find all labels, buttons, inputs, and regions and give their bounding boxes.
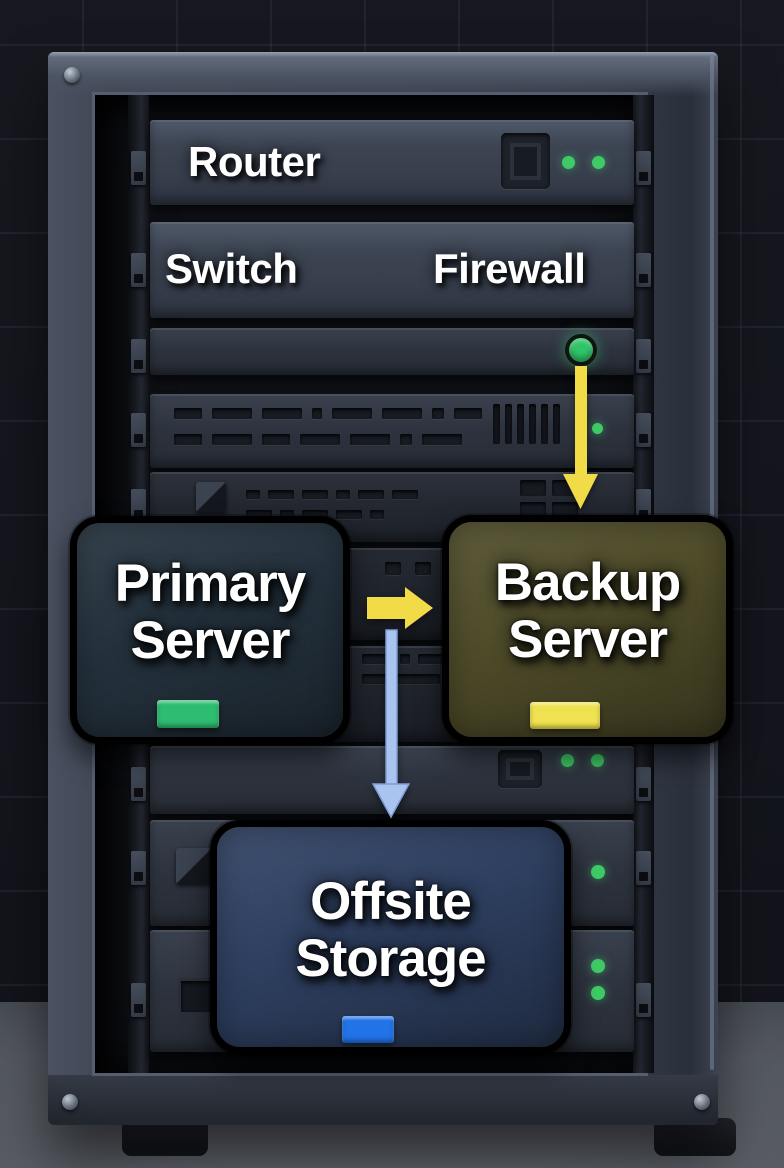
led-icon — [592, 156, 605, 169]
node-backup-server: Backup Server — [442, 515, 733, 744]
led-icon — [562, 156, 575, 169]
status-chip — [530, 702, 600, 729]
led-icon — [561, 754, 574, 767]
knob-icon — [176, 848, 212, 884]
rack-unit-switch-firewall: Switch Firewall — [150, 222, 634, 318]
led-icon — [591, 986, 605, 1000]
led-icon — [591, 959, 605, 973]
screw-icon — [62, 1094, 78, 1110]
vent-slots — [174, 408, 482, 419]
port-icon — [498, 750, 542, 788]
vent-slots — [246, 510, 384, 519]
rack-unit-server-1u — [150, 394, 634, 468]
rack-unit-patch-panel — [150, 328, 634, 375]
rack-unit-port-panel — [150, 746, 634, 814]
vent-slots — [385, 562, 431, 575]
firewall-label: Firewall — [433, 245, 586, 293]
switch-label: Switch — [165, 245, 298, 293]
backup-server-label: Backup Server — [494, 553, 681, 669]
router-label: Router — [188, 137, 321, 185]
status-chip — [157, 700, 219, 728]
screw-icon — [694, 1094, 710, 1110]
offsite-storage-label: Offsite Storage — [295, 872, 486, 988]
knob-icon — [178, 978, 215, 1015]
led-icon — [591, 865, 605, 879]
led-icon — [592, 423, 603, 434]
vent-slots — [362, 654, 462, 664]
vent-slots — [246, 490, 418, 499]
status-chip — [342, 1016, 394, 1043]
node-offsite-storage: Offsite Storage — [210, 820, 571, 1054]
rack-unit-router: Router — [150, 120, 634, 205]
screw-icon — [64, 67, 80, 83]
primary-server-label: Primary Server — [114, 554, 306, 670]
node-primary-server: Primary Server — [70, 516, 350, 744]
knob-icon — [196, 482, 226, 512]
led-icon — [591, 754, 604, 767]
status-light-icon — [565, 334, 597, 366]
vent-grille — [493, 404, 560, 444]
port-block — [520, 480, 578, 518]
vent-slots — [174, 434, 462, 445]
port-icon — [501, 133, 550, 189]
